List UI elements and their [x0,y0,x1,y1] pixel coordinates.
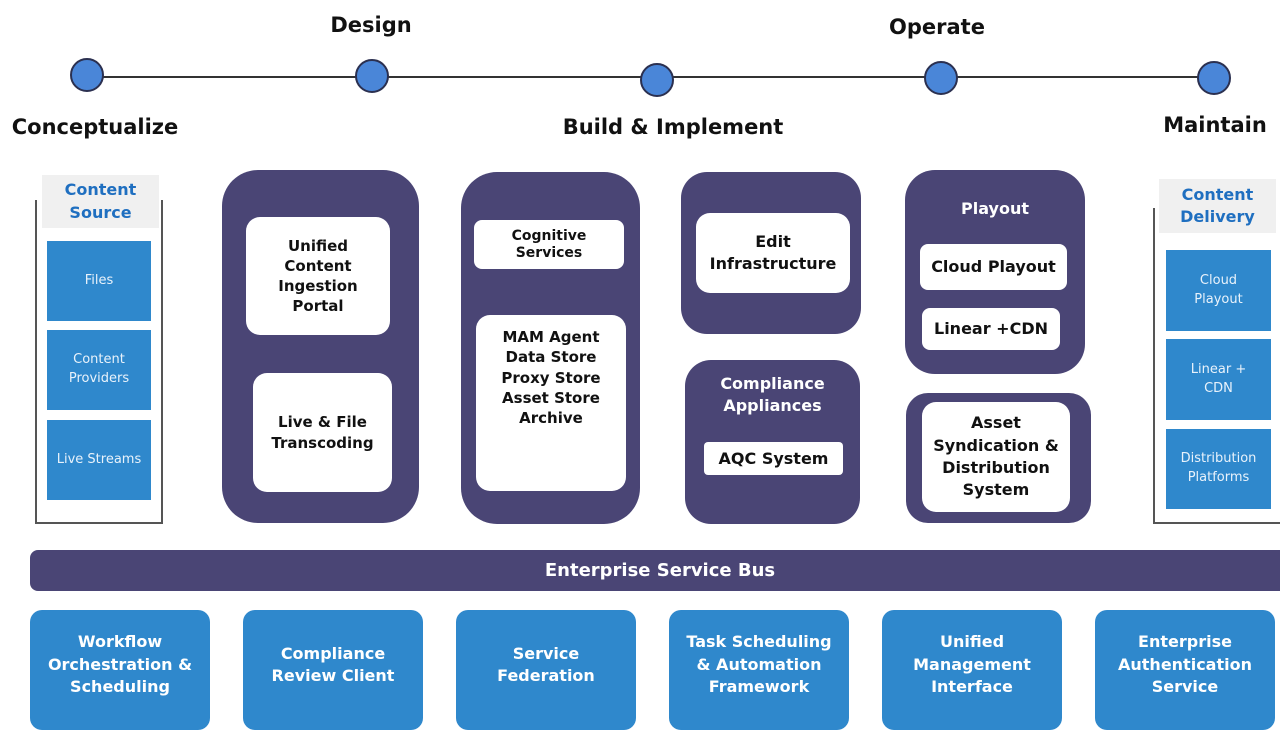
stage-conceptualize: Conceptualize [11,115,179,139]
cloud-playout: Cloud Playout [920,244,1067,290]
source-files: Files [47,241,151,321]
delivery-distribution-platforms: Distribution Platforms [1166,429,1271,509]
timeline-dot [924,61,958,95]
delivery-cloud-playout: Cloud Playout [1166,250,1271,331]
content-delivery-title: Content Delivery [1159,179,1276,233]
stage-maintain: Maintain [1163,113,1267,137]
service-federation: Service Federation [456,610,636,730]
stage-build: Build & Implement [562,115,784,139]
timeline-dot [355,59,389,93]
enterprise-service-bus: Enterprise Service Bus [30,550,1280,591]
stage-design: Design [330,13,412,37]
content-delivery-group [1153,208,1280,524]
source-live-streams: Live Streams [47,420,151,500]
content-source-title: Content Source [42,175,159,228]
playout-title: Playout [961,199,1029,218]
ingestion-portal: Unified Content Ingestion Portal [246,217,390,335]
timeline-dot [1197,61,1231,95]
timeline-dot [70,58,104,92]
aqc-system: AQC System [704,442,843,475]
compliance-title: Compliance Appliances [720,374,825,416]
asset-syndication: Asset Syndication & Distribution System [922,402,1070,512]
mam-agent: MAM Agent Data Store Proxy Store Asset S… [476,315,626,491]
timeline-dot [640,63,674,97]
service-unified-management: Unified Management Interface [882,610,1062,730]
service-enterprise-authentication: Enterprise Authentication Service [1095,610,1275,730]
delivery-linear-cdn: Linear + CDN [1166,339,1271,420]
edit-infrastructure: Edit Infrastructure [696,213,850,293]
transcoding: Live & File Transcoding [253,373,392,492]
linear-cdn: Linear +CDN [922,308,1060,350]
service-compliance-review: Compliance Review Client [243,610,423,730]
source-content-providers: Content Providers [47,330,151,410]
content-source-group [35,200,163,524]
cognitive-services: Cognitive Services [474,220,624,269]
service-workflow-orchestration: Workflow Orchestration & Scheduling [30,610,210,730]
service-task-scheduling: Task Scheduling & Automation Framework [669,610,849,730]
stage-operate: Operate [889,15,985,39]
